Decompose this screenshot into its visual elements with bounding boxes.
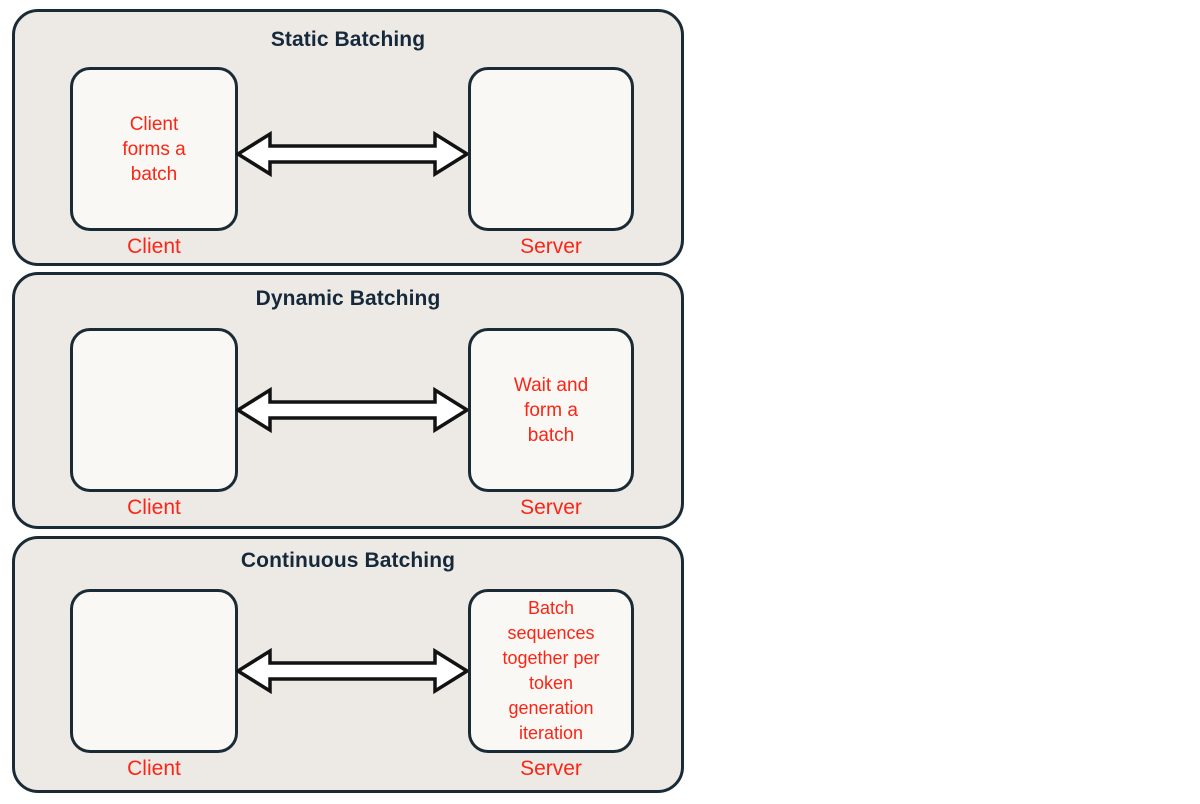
server-box-text-continuous-batching: Batch sequences together per token gener… — [502, 598, 600, 743]
server-caption-static-batching: Server — [520, 235, 582, 258]
client-box-text-static-batching: Client forms a batch — [122, 113, 186, 185]
server-box-dynamic-batching: Wait and form a batch — [468, 328, 634, 492]
client-caption-dynamic-batching: Client — [127, 496, 181, 519]
panel-dynamic-batching: Dynamic Batching Client Wait and form a … — [12, 272, 684, 529]
double-headed-arrow-icon-dynamic-batching — [236, 386, 469, 434]
server-caption-continuous-batching: Server — [520, 757, 582, 780]
client-box-static-batching: Client forms a batch — [70, 67, 238, 231]
panel-title-static-batching: Static Batching — [270, 28, 426, 51]
panel-title-continuous-batching: Continuous Batching — [240, 549, 456, 572]
client-box-continuous-batching — [70, 589, 238, 753]
server-caption-dynamic-batching: Server — [520, 496, 582, 519]
server-box-static-batching — [468, 67, 634, 231]
client-box-dynamic-batching — [70, 328, 238, 492]
panel-static-batching: Static Batching Client forms a batch Cli… — [12, 9, 684, 266]
server-box-text-dynamic-batching: Wait and form a batch — [513, 374, 589, 446]
panel-title-dynamic-batching: Dynamic Batching — [255, 287, 441, 310]
client-caption-static-batching: Client — [127, 235, 181, 258]
server-box-continuous-batching: Batch sequences together per token gener… — [468, 589, 634, 753]
panel-continuous-batching: Continuous Batching Client Batch sequenc… — [12, 536, 684, 793]
double-headed-arrow-icon-continuous-batching — [236, 647, 469, 695]
client-caption-continuous-batching: Client — [127, 757, 181, 780]
double-headed-arrow-icon-static-batching — [236, 130, 469, 178]
